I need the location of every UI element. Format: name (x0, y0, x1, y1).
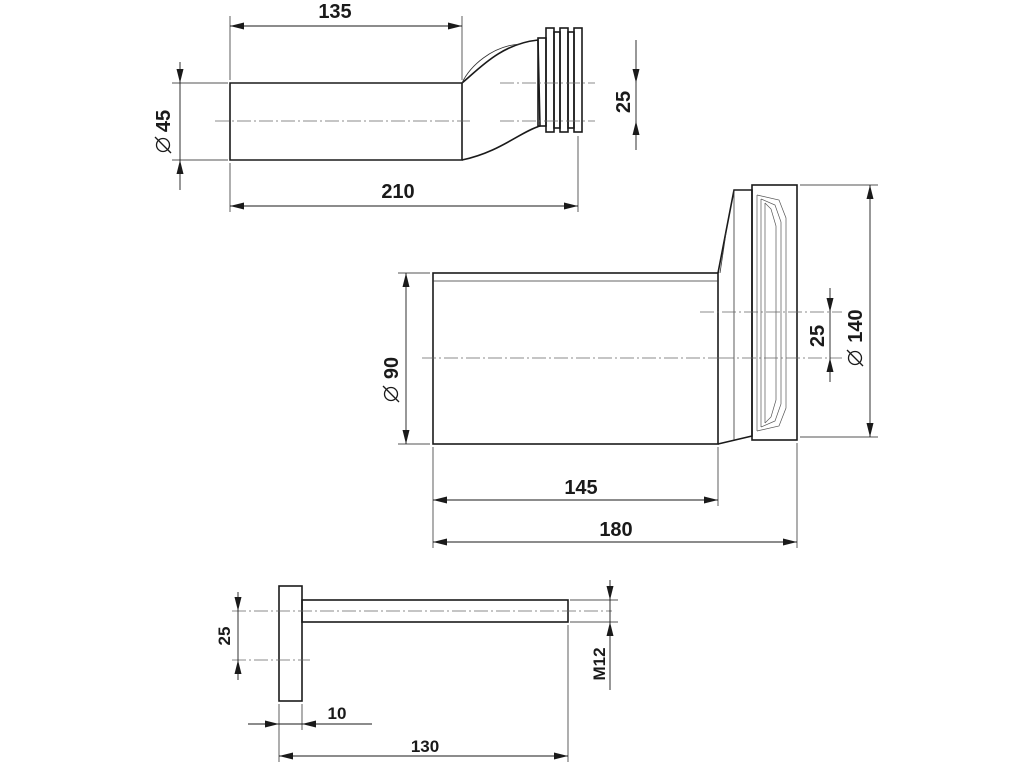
middle-pipe-collar (751, 184, 798, 441)
middle-dim-145-label: 145 (564, 477, 597, 499)
bolt-dim-thread-label: M12 (590, 647, 609, 680)
top-dim-diameter-45: 45 (153, 62, 228, 190)
middle-dim-180: 180 (433, 443, 798, 548)
middle-dim-offset-25: 25 (807, 288, 834, 382)
top-pipe-view (215, 27, 595, 161)
middle-dim-offset-25-label: 25 (807, 325, 829, 347)
top-dim-135: 135 (229, 1, 463, 80)
middle-pipe-taper (717, 189, 753, 445)
top-dim-135-label: 135 (318, 1, 351, 23)
diameter-symbol-icon (846, 349, 864, 367)
middle-pipe-body (432, 272, 719, 445)
diameter-symbol-icon (154, 136, 172, 154)
top-pipe-ribbed-seal (537, 27, 583, 133)
top-dim-diameter-45-label: 45 (153, 110, 175, 132)
middle-pipe-view (422, 184, 842, 445)
middle-dim-diameter-140: 140 (800, 184, 878, 438)
middle-dim-diameter-140-label: 140 (845, 309, 867, 342)
middle-dim-145: 145 (432, 447, 719, 548)
middle-dim-diameter-90: 90 (381, 272, 430, 445)
top-dim-210: 210 (229, 136, 579, 212)
top-dim-offset-25: 25 (613, 40, 640, 150)
top-pipe-body (229, 82, 463, 161)
bolt-dim-thread: M12 (570, 580, 618, 690)
bolt-dim-offset-25: 25 (215, 592, 242, 680)
middle-pipe-seal-detail (756, 194, 787, 432)
middle-dim-diameter-90-label: 90 (381, 357, 403, 379)
bolt-dim-130-label: 130 (411, 737, 439, 756)
bolt-view (232, 585, 612, 702)
diameter-symbol-icon (382, 385, 400, 403)
bolt-dim-130: 130 (279, 625, 569, 762)
top-dim-offset-25-label: 25 (613, 91, 635, 113)
top-pipe-elbow (461, 39, 541, 161)
top-dim-210-label: 210 (381, 181, 414, 203)
bolt-dim-10-label: 10 (328, 704, 347, 723)
bolt-dim-10: 10 (248, 704, 372, 762)
bolt-plate (278, 585, 303, 702)
middle-dim-180-label: 180 (599, 519, 632, 541)
bolt-dim-offset-25-label: 25 (215, 627, 234, 646)
